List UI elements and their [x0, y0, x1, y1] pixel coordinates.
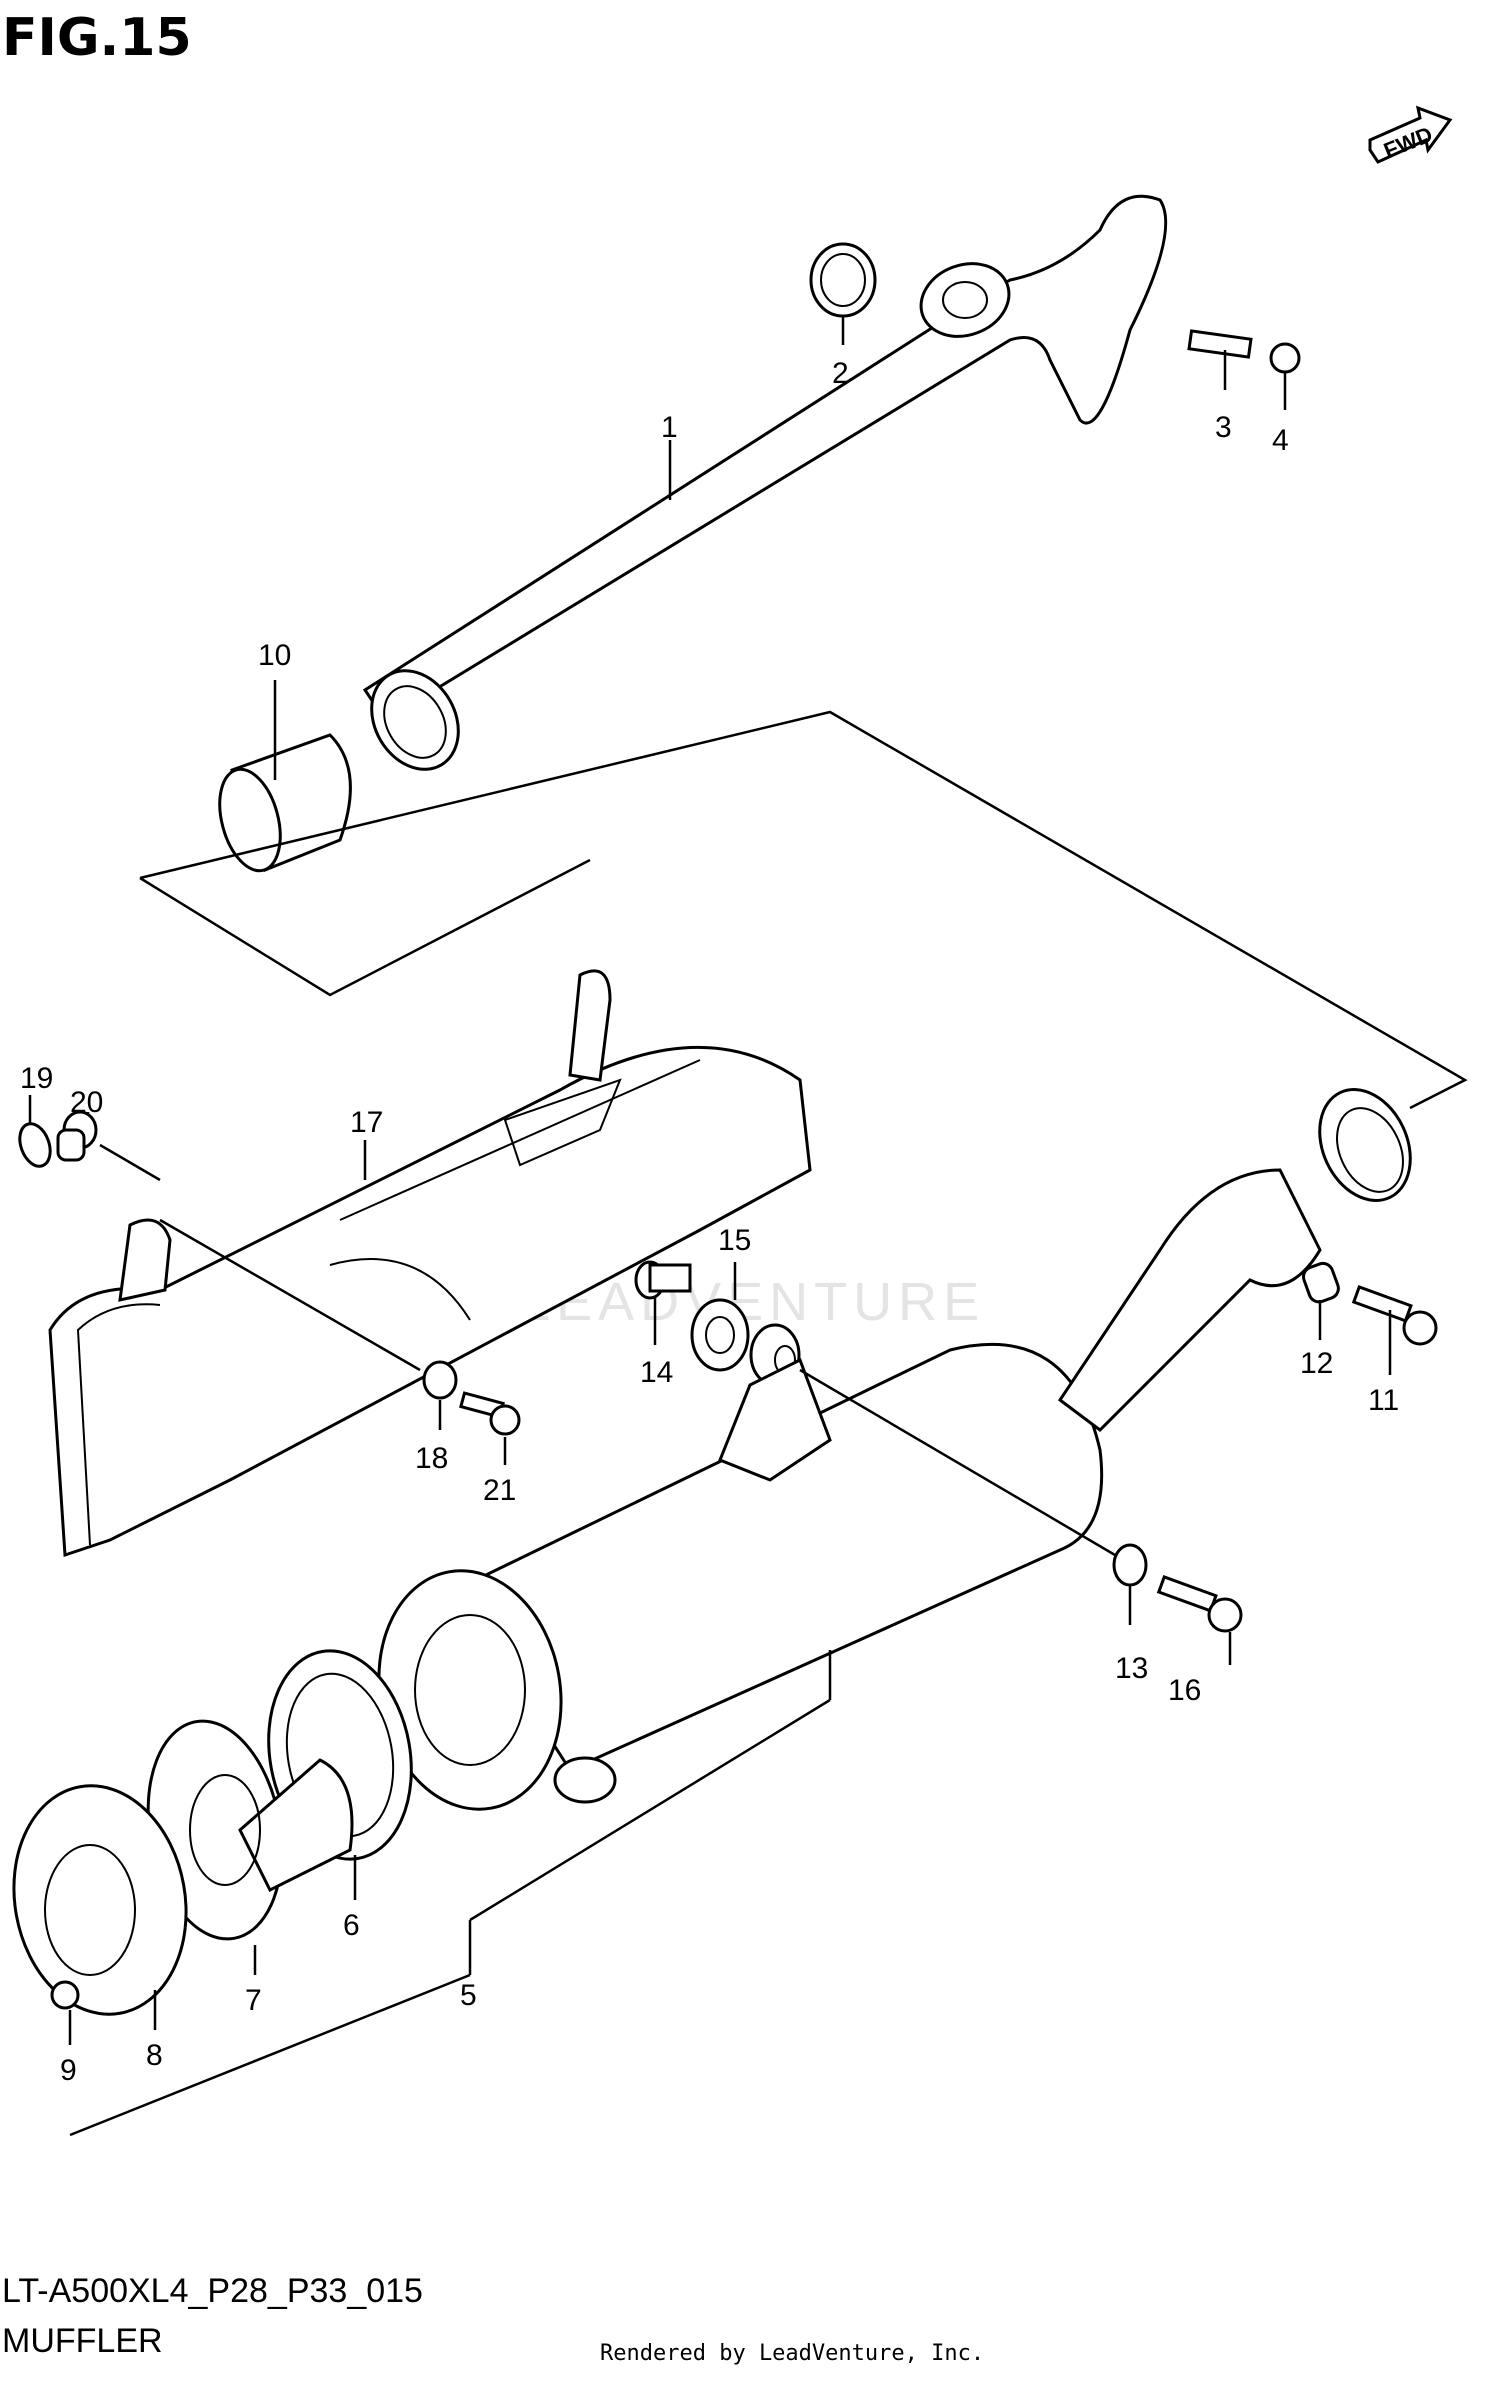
- pipe-connector: [218, 733, 352, 873]
- heat-shield: [48, 969, 812, 1558]
- stud-bolt: [1187, 329, 1253, 359]
- callout-20: 20: [70, 1086, 103, 1119]
- washer-18: [422, 1360, 458, 1400]
- assembly-guide-top: [139, 710, 1468, 1110]
- model-code: LT-A500XL4_P28_P33_015: [2, 2272, 423, 2310]
- callout-19: 19: [20, 1062, 53, 1095]
- callout-5: 5: [460, 1979, 477, 2012]
- bolt-21: [459, 1391, 521, 1436]
- flange-nut: [1269, 342, 1301, 374]
- muffler-end-cap: [12, 1784, 188, 2016]
- figure-title: FIG.15: [2, 8, 192, 68]
- collar-14: [634, 1260, 692, 1300]
- callout-12: 12: [1300, 1347, 1333, 1380]
- figure-caption: MUFFLER: [2, 2322, 163, 2360]
- exhaust-gasket: [809, 242, 877, 318]
- bolt-9: [50, 1980, 80, 2010]
- callout-3: 3: [1215, 411, 1232, 444]
- grommet-15: [690, 1298, 750, 1372]
- callout-labels: 1 2 3 4 5 6 7 8 9 10 11 12 13 14 15 16 1…: [20, 357, 1399, 2087]
- spacer-12: [1302, 1261, 1340, 1304]
- callout-16: 16: [1168, 1674, 1201, 1707]
- bolt-11: [1351, 1285, 1438, 1346]
- callout-13: 13: [1115, 1652, 1148, 1685]
- callout-1: 1: [661, 411, 678, 444]
- exhaust-pipe: [362, 194, 1168, 771]
- callout-8: 8: [146, 2039, 163, 2072]
- callout-21: 21: [483, 1474, 516, 1507]
- callout-7: 7: [245, 1984, 262, 2017]
- assembly-guide-left: [139, 858, 591, 997]
- pipe-clamp: [1318, 1088, 1412, 1202]
- callout-4: 4: [1272, 424, 1289, 457]
- callout-15: 15: [718, 1224, 751, 1257]
- callout-11: 11: [1368, 1384, 1399, 1417]
- bolt-16: [1156, 1575, 1243, 1633]
- leader-lines: [28, 315, 1392, 2137]
- washer-13: [1112, 1543, 1148, 1587]
- callout-9: 9: [60, 2054, 77, 2087]
- render-credit: Rendered by LeadVenture, Inc.: [600, 2341, 984, 2366]
- callout-18: 18: [415, 1442, 448, 1475]
- callout-14: 14: [640, 1356, 673, 1389]
- washer-19: [18, 1122, 52, 1168]
- callout-17: 17: [350, 1106, 383, 1139]
- callout-2: 2: [832, 357, 849, 390]
- forward-arrow-icon: FWD: [1368, 105, 1453, 164]
- bushing-20: [56, 1110, 98, 1162]
- callout-6: 6: [343, 1909, 360, 1942]
- callout-10: 10: [258, 639, 291, 672]
